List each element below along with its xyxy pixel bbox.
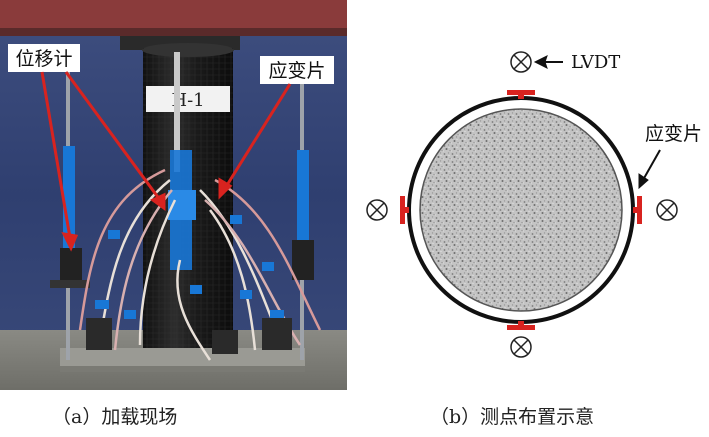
arrow-displacement-left [40, 71, 72, 239]
base-plate [60, 348, 305, 370]
lvdt-left [50, 60, 90, 360]
concrete-core [419, 108, 623, 312]
wire-tape-markers [95, 215, 284, 319]
loading-rod [174, 52, 180, 172]
label-strain-gauge-photo: 应变片 [268, 60, 325, 82]
loading-site-photo: H-1 位移 [0, 0, 347, 390]
arrow-displacement-center [64, 71, 162, 201]
lvdt-symbols [366, 51, 678, 358]
base-block-mid [212, 330, 238, 354]
arrow-strain-gauge [222, 83, 292, 191]
lvdt-top-icon [510, 51, 532, 73]
base-block-left [86, 318, 112, 350]
strain-gauges [400, 90, 642, 330]
lvdt-right [292, 60, 314, 360]
strain-gauge-top [507, 90, 535, 99]
caption-a: （a）加载现场 [52, 406, 178, 428]
specimen-label-plate [146, 86, 230, 112]
arrow-strain-gauge-diagram [638, 149, 661, 190]
strain-gauge-right [633, 196, 642, 224]
lvdt-left-icon [366, 199, 388, 221]
strain-gauge-bottom [507, 321, 535, 330]
label-strain-gauge-diagram: 应变片 [645, 123, 702, 145]
strain-gauge-left [400, 196, 409, 224]
measurement-layout-diagram: LVDT 应变片 [366, 51, 702, 358]
lvdt-bottom-icon [510, 336, 532, 358]
label-displacement-meter: 位移计 [15, 48, 72, 70]
base-block-right [262, 318, 292, 350]
annotation-arrows [40, 71, 292, 252]
lead-wires [78, 168, 322, 361]
caption-b: （b）测点布置示意 [430, 406, 595, 428]
label-lvdt: LVDT [571, 52, 620, 73]
lvdt-right-icon [656, 199, 678, 221]
arrow-lvdt [533, 55, 563, 69]
